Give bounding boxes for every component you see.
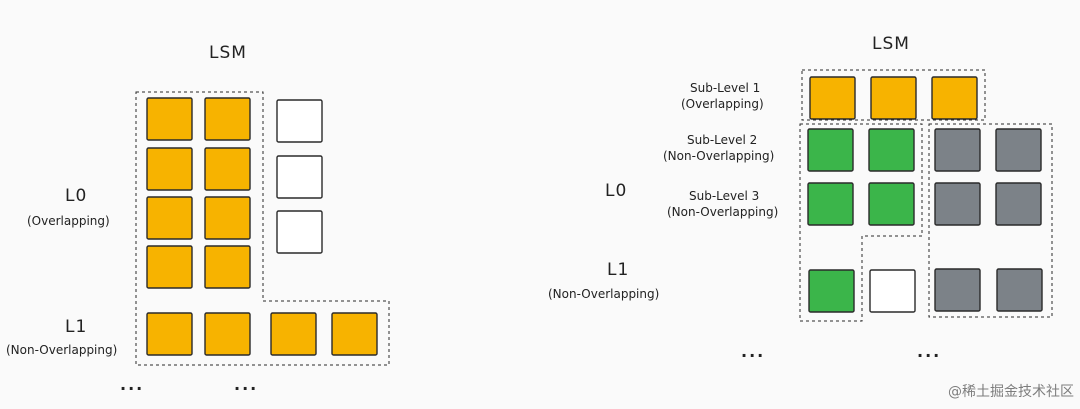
right-lsm-title: LSM [872, 34, 910, 54]
right-l1-empty-slot [869, 269, 916, 313]
left-l1-sst [146, 312, 193, 356]
sublevel-2-sst [934, 128, 981, 172]
left-empty-slot [276, 99, 323, 143]
left-l0-label: L0 [65, 186, 88, 206]
right-ellipsis-1: ... [741, 342, 766, 361]
left-l1-sst [270, 312, 317, 356]
left-l1-sst [331, 312, 378, 356]
sublevel-1-name: Sub-Level 1 [690, 81, 761, 95]
sublevel-3-name: Sub-Level 3 [689, 189, 760, 203]
left-ellipsis-2: ... [234, 375, 259, 394]
watermark: @稀土掘金技术社区 [948, 384, 1074, 400]
left-l0-sst [146, 147, 193, 191]
sublevel-2-name: Sub-Level 2 [687, 133, 758, 147]
left-l0-sst [204, 147, 251, 191]
right-l1-desc: (Non-Overlapping) [548, 287, 660, 301]
sublevel-1-sst [809, 76, 856, 120]
sublevel-3-desc: (Non-Overlapping) [667, 205, 779, 219]
left-ellipsis-1: ... [120, 375, 145, 394]
left-empty-slot [276, 210, 323, 254]
right-l1-sst [996, 268, 1043, 312]
sublevel-2-sst [868, 128, 915, 172]
right-green-column-dashed-outline [799, 123, 923, 322]
sublevel-1-desc: (Overlapping) [681, 97, 764, 111]
left-l1-label: L1 [65, 317, 88, 337]
left-l0-sst [146, 196, 193, 240]
sublevel-1-sst [931, 76, 978, 120]
left-l0-desc: (Overlapping) [27, 214, 110, 228]
right-ellipsis-2: ... [917, 342, 942, 361]
right-sublevel1-dashed-outline [801, 69, 986, 121]
right-l1-label: L1 [607, 260, 630, 280]
sublevel-2-desc: (Non-Overlapping) [663, 149, 775, 163]
sublevel-3-sst [868, 182, 915, 226]
sublevel-1-sst [870, 76, 917, 120]
left-l0-sst [204, 97, 251, 141]
left-l1-desc: (Non-Overlapping) [6, 343, 118, 357]
sublevel-2-sst [995, 128, 1042, 172]
sstable-group [146, 76, 1043, 356]
left-l0-sst [204, 245, 251, 289]
left-l0-sst [204, 196, 251, 240]
left-lsm-title: LSM [209, 43, 247, 63]
sublevel-2-sst [807, 128, 854, 172]
right-l1-sst [808, 269, 855, 313]
sublevel-3-sst [807, 182, 854, 226]
left-empty-slot [276, 155, 323, 199]
left-l0-sst [146, 245, 193, 289]
right-l0-label: L0 [605, 181, 628, 201]
left-l0-l1-dashed-outline [135, 91, 390, 366]
right-l1-sst [934, 268, 981, 312]
right-gray-column-dashed-outline [928, 123, 1053, 318]
sublevel-3-sst [934, 182, 981, 226]
left-l0-sst [146, 97, 193, 141]
left-l1-sst [204, 312, 251, 356]
sublevel-3-sst [995, 182, 1042, 226]
